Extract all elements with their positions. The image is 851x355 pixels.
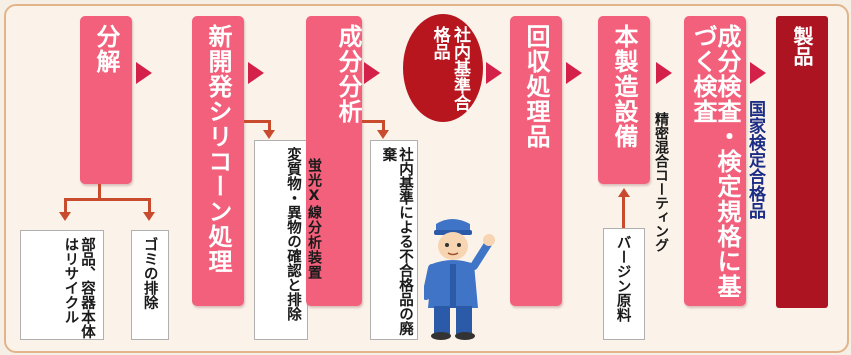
internal-standard-pass-badge: 社内基準合格品 bbox=[403, 14, 483, 122]
step-recovered-product-label: 回収処理品 bbox=[522, 24, 550, 149]
arrow-down-icon bbox=[377, 130, 389, 139]
internal-standard-pass-text: 社内基準合格品 bbox=[429, 26, 470, 111]
step-component-analysis: 成分分析 蛍光X線分析装置 bbox=[306, 16, 362, 306]
connector-line bbox=[148, 198, 151, 214]
national-certification-label: 国家検定合格品 bbox=[745, 100, 765, 219]
step-silicone-treatment-label: 新開発シリコーン処理 bbox=[204, 24, 232, 274]
connector-line bbox=[64, 198, 150, 201]
arrow-right-icon bbox=[566, 62, 582, 84]
step-manufacturing-equipment: 本製造設備 bbox=[598, 16, 650, 184]
substep-reject-disposal-text: 社内基準による不合格品の廃棄 bbox=[380, 147, 413, 336]
step-disassembly: 分解 bbox=[80, 16, 132, 184]
connector-line bbox=[622, 196, 625, 228]
substep-dust-removal: ゴミの排除 bbox=[131, 230, 169, 340]
substep-foreign-matter-text: 変質物・異物の確認と排除 bbox=[285, 147, 301, 321]
worker-illustration-icon bbox=[424, 219, 495, 340]
substep-recycle: 部品、容器本体はリサイクル bbox=[20, 230, 104, 340]
connector-line bbox=[382, 120, 385, 132]
step-inspection-label: 成分検査・検定規格に基づく検査 bbox=[689, 24, 741, 299]
arrow-right-icon bbox=[486, 62, 502, 84]
arrow-right-icon bbox=[136, 62, 152, 84]
arrow-right-icon bbox=[248, 62, 264, 84]
connector-line bbox=[64, 198, 67, 214]
arrow-right-icon bbox=[750, 62, 766, 84]
arrow-up-icon bbox=[618, 188, 630, 197]
substep-virgin-material-text: バージン原料 bbox=[614, 235, 631, 322]
step-recovered-product: 回収処理品 bbox=[510, 16, 562, 306]
precision-coating-label: 精密混合コーティング bbox=[653, 112, 669, 252]
connector-line bbox=[98, 184, 101, 200]
step-manufacturing-equipment-label: 本製造設備 bbox=[610, 24, 638, 149]
arrow-right-icon bbox=[364, 62, 380, 84]
substep-dust-removal-text: ゴミの排除 bbox=[141, 237, 158, 310]
substep-recycle-text: 部品、容器本体はリサイクル bbox=[62, 237, 95, 339]
final-product: 製品 bbox=[776, 16, 828, 308]
substep-foreign-matter: 変質物・異物の確認と排除 bbox=[254, 140, 308, 340]
arrow-down-icon bbox=[263, 130, 275, 139]
connector-line bbox=[362, 120, 384, 123]
connector-line bbox=[244, 120, 270, 123]
step-inspection: 成分検査・検定規格に基づく検査 bbox=[684, 16, 746, 306]
xray-analyzer-label: 蛍光X線分析装置 bbox=[306, 158, 322, 280]
arrow-down-icon bbox=[59, 212, 71, 221]
connector-line bbox=[268, 120, 271, 132]
arrow-right-icon bbox=[656, 62, 672, 84]
final-product-label: 製品 bbox=[790, 26, 814, 66]
substep-reject-disposal: 社内基準による不合格品の廃棄 bbox=[370, 140, 418, 340]
substep-virgin-material: バージン原料 bbox=[603, 228, 645, 340]
step-component-analysis-label: 成分分析 bbox=[334, 24, 362, 124]
step-silicone-treatment: 新開発シリコーン処理 bbox=[192, 16, 244, 306]
arrow-down-icon bbox=[143, 212, 155, 221]
step-disassembly-label: 分解 bbox=[92, 24, 120, 74]
